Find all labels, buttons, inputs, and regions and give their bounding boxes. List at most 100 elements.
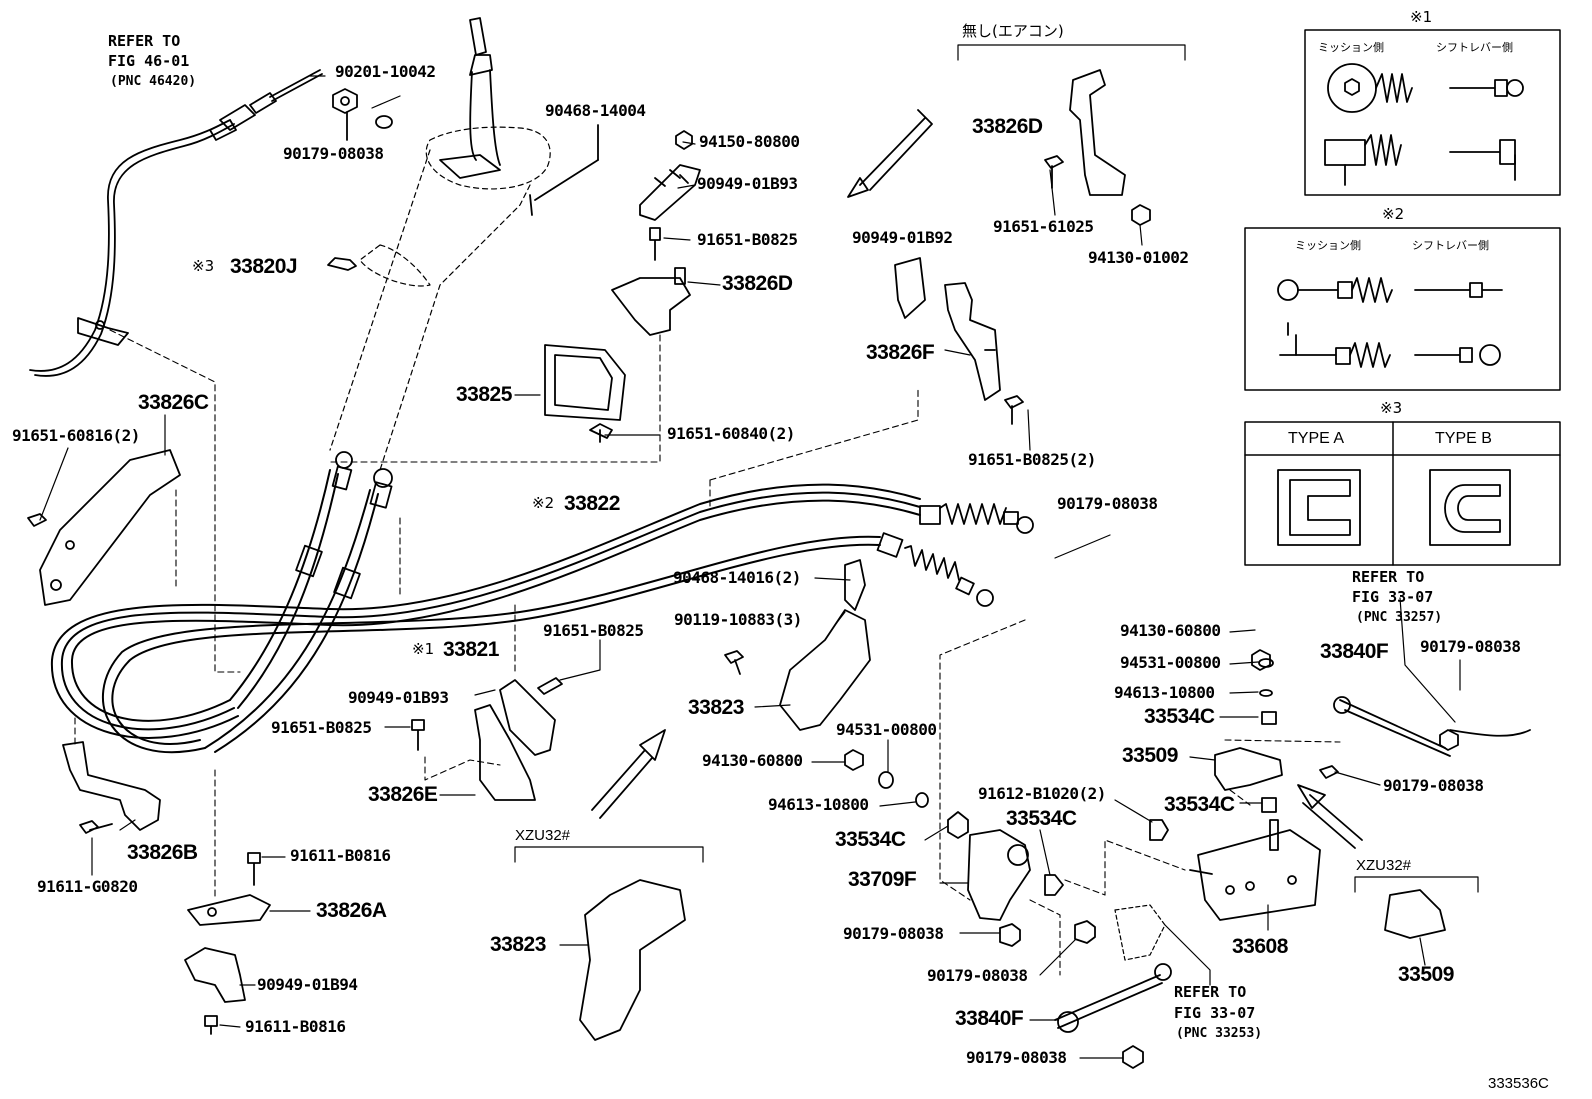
refer-fig33-lower-line1: REFER TO: [1174, 983, 1247, 1001]
part-label-33840F-a: 33840F: [1320, 640, 1389, 663]
part-label-90468-14016-2: 90468-14016(2): [673, 568, 801, 587]
part-label-94613-10800-b: 94613-10800: [1114, 683, 1215, 702]
part-label-91611-B0816-b: 91611-B0816: [245, 1017, 346, 1036]
bracket-33826D-lower: [611, 277, 691, 336]
refer-fig33-upper-line3: (PNC 33257): [1356, 610, 1443, 625]
part-label-33823-upper: 33823: [688, 696, 744, 719]
part-label-33534C-d: 33534C: [835, 828, 906, 851]
part-label-90949-01B93-b: 90949-01B93: [348, 688, 449, 707]
part-label-91651-60816-2: 91651-60816(2): [12, 426, 140, 445]
part-label-90179-08038-a: 90179-08038: [283, 144, 384, 163]
direction-arrow-right: [1297, 784, 1363, 849]
part-label-33534C-a: 33534C: [1144, 705, 1215, 728]
inset-2: [1244, 227, 1561, 391]
part-label-33826B: 33826B: [127, 841, 198, 864]
part-label-94130-01002: 94130-01002: [1088, 248, 1189, 267]
guide-lines: [74, 329, 1341, 976]
clip-90468-14016: [844, 559, 866, 611]
pad-33825: [544, 344, 626, 421]
part-label-33822: 33822: [564, 492, 620, 515]
bracket-33826F: [944, 282, 1001, 401]
refer-fig46-line1: REFER TO: [108, 32, 181, 50]
refer-fig46-line3: (PNC 46420): [110, 74, 197, 89]
part-label-33608: 33608: [1232, 935, 1288, 958]
part-label-33821: 33821: [443, 638, 499, 661]
washer-90201-10042: [375, 115, 393, 129]
clamp-90949-01B93: [639, 164, 701, 221]
part-label-94150-80800: 94150-80800: [699, 132, 800, 151]
part-label-94130-60800-b: 94130-60800: [1120, 621, 1221, 640]
clamp-90949-01B93-lower: [499, 679, 556, 756]
clip-33820J: [327, 257, 357, 271]
lever-33509-xzu: [1384, 889, 1446, 939]
refer-fig33-lower-line2: FIG 33-07: [1174, 1004, 1256, 1022]
part-label-33840F-b: 33840F: [955, 1007, 1024, 1030]
part-label-33823-lower: 33823: [490, 933, 546, 956]
part-label-33826E: 33826E: [368, 783, 438, 806]
xzu32-note-right: XZU32#: [1356, 857, 1412, 874]
inset2-mark: ※2: [1382, 205, 1405, 223]
inset-3: [1244, 421, 1561, 566]
part-label-33826D-lower: 33826D: [722, 272, 793, 295]
part-label-94130-60800-a: 94130-60800: [702, 751, 803, 770]
part-label-33820J-mark: ※3: [192, 257, 215, 275]
part-label-90949-01B92: 90949-01B92: [852, 228, 953, 247]
part-label-90179-08038-b: 90179-08038: [1057, 494, 1158, 513]
part-label-91651-B0825-a: 91651-B0825: [697, 230, 798, 249]
inset3-type-a-label: TYPE A: [1288, 430, 1345, 447]
part-label-91651-60840-2: 91651-60840(2): [667, 424, 795, 443]
rod-33840F-lower: [1054, 974, 1163, 1029]
parking-brake-cable: [29, 69, 323, 377]
part-label-90179-08038-g: 90179-08038: [966, 1048, 1067, 1067]
no-aircon-note: 無し(エアコン): [962, 22, 1064, 40]
part-label-90201-10042: 90201-10042: [335, 62, 436, 81]
part-label-91651-B0825-b: 91651-B0825: [543, 621, 644, 640]
inset1-mark: ※1: [1410, 8, 1433, 26]
lever-33709F: [967, 829, 1031, 921]
inset3-mark: ※3: [1380, 399, 1403, 417]
inset2-left-label: ミッション側: [1295, 239, 1361, 252]
direction-arrow-bottom: [591, 729, 666, 819]
shift-cables: [50, 451, 1034, 754]
part-label-91611-B0816-a: 91611-B0816: [290, 846, 391, 865]
part-label-90119-10883-3: 90119-10883(3): [674, 610, 802, 629]
part-label-94613-10800-a: 94613-10800: [768, 795, 869, 814]
part-label-33709F: 33709F: [848, 868, 917, 891]
part-label-91651-61025: 91651-61025: [993, 217, 1094, 236]
part-label-33826D-upper: 33826D: [972, 115, 1043, 138]
xzu32-note-left: XZU32#: [515, 827, 571, 844]
direction-arrow-top: [847, 109, 933, 198]
part-label-33820J: 33820J: [230, 255, 298, 278]
shift-lever-assembly: [329, 17, 599, 471]
clip-90949-01B92: [894, 257, 926, 319]
part-label-33822-mark: ※2: [532, 494, 555, 512]
refer-fig33-lower-line3: (PNC 33253): [1176, 1026, 1263, 1041]
bracket-33823-lower: [579, 879, 686, 1041]
inset3-type-b-label: TYPE B: [1435, 430, 1492, 447]
nut-90179-08038: [332, 88, 358, 114]
inset1-right-label: シフトレバー側: [1436, 41, 1513, 54]
part-label-94531-00800-b: 94531-00800: [1120, 653, 1221, 672]
part-label-90179-08038-c: 90179-08038: [1420, 637, 1521, 656]
part-label-90949-01B94: 90949-01B94: [257, 975, 358, 994]
bracket-33826B: [62, 741, 161, 831]
lever-33509: [1214, 747, 1283, 791]
nut-94150-80800: [675, 130, 693, 150]
inset1-left-label: ミッション側: [1318, 41, 1384, 54]
part-label-33826A: 33826A: [316, 899, 387, 922]
bracket-33826A: [187, 894, 271, 926]
refer-fig33-upper-line2: FIG 33-07: [1352, 588, 1434, 606]
bracket-33608: [1197, 829, 1321, 921]
part-label-33509-a: 33509: [1122, 744, 1178, 767]
part-label-94531-00800-a: 94531-00800: [836, 720, 937, 739]
bracket-33826C: [39, 449, 181, 606]
part-label-91612-B1020-2: 91612-B1020(2): [978, 784, 1106, 803]
part-label-91651-B0825-2: 91651-B0825(2): [968, 450, 1096, 469]
figure-code: 333536C: [1488, 1075, 1549, 1092]
part-label-90468-14004: 90468-14004: [545, 101, 646, 120]
part-label-33821-mark: ※1: [412, 640, 435, 658]
bracket-33826D-upper: [1069, 69, 1126, 196]
part-label-90179-08038-e: 90179-08038: [843, 924, 944, 943]
clip-90949-01B94: [184, 947, 246, 1003]
